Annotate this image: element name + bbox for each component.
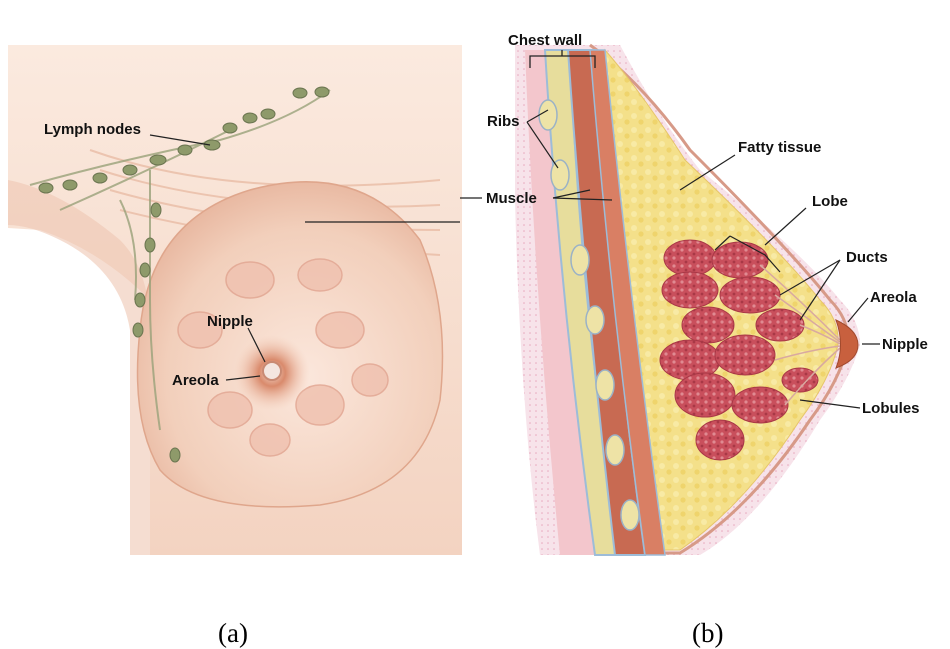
panel-a: Lymph nodes Nipple Areola [8,45,462,555]
label-chest-wall: Chest wall [508,32,582,49]
label-nipple-b: Nipple [882,336,928,353]
label-fatty-tissue: Fatty tissue [738,139,821,156]
caption-b: (b) [692,618,723,649]
label-ducts: Ducts [846,249,888,266]
label-ribs: Ribs [487,113,520,130]
panel-b: Chest wall Ribs Muscle Fatty tissue Lobe… [460,32,928,555]
label-lobules: Lobules [862,400,920,417]
label-lymph-nodes: Lymph nodes [44,121,141,138]
caption-a: (a) [218,618,248,649]
label-muscle: Muscle [486,190,537,207]
label-areola-a: Areola [172,372,219,389]
label-lobe: Lobe [812,193,848,210]
label-areola-b: Areola [870,289,917,306]
nipple-a [263,362,281,380]
label-nipple-a: Nipple [207,313,253,330]
